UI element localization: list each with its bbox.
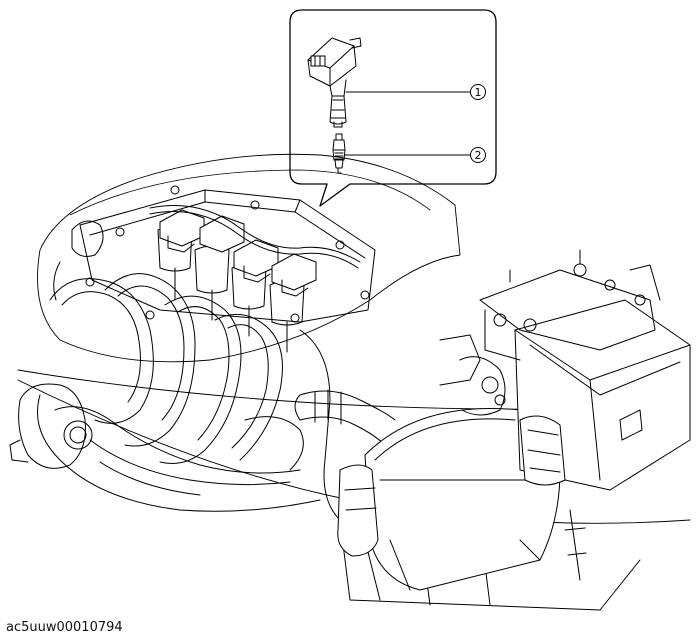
callout-number-2: 2 — [475, 149, 482, 162]
air-intake-duct — [294, 389, 396, 446]
ignition-coil-illustration — [307, 37, 362, 128]
figure-id: ac5uuw00010794 — [6, 620, 123, 635]
callout-number-1: 1 — [475, 86, 482, 99]
throttle-body — [9, 383, 93, 469]
spark-plug-illustration — [332, 133, 346, 174]
installed-coils — [159, 209, 317, 297]
detail-inset: 1 2 — [289, 9, 497, 207]
callout-circle-1 — [470, 84, 486, 100]
inset-frame — [289, 9, 497, 207]
intake-manifold — [37, 273, 321, 512]
cylinder-head — [79, 189, 376, 323]
engine-assembly — [9, 153, 691, 611]
air-cleaner — [337, 399, 581, 591]
battery-bracket — [439, 249, 661, 416]
wiring-harness — [149, 205, 361, 263]
engine-cover — [37, 153, 461, 363]
callout-circle-2 — [470, 147, 486, 163]
battery-box — [514, 299, 691, 491]
head-bolts — [85, 185, 370, 323]
